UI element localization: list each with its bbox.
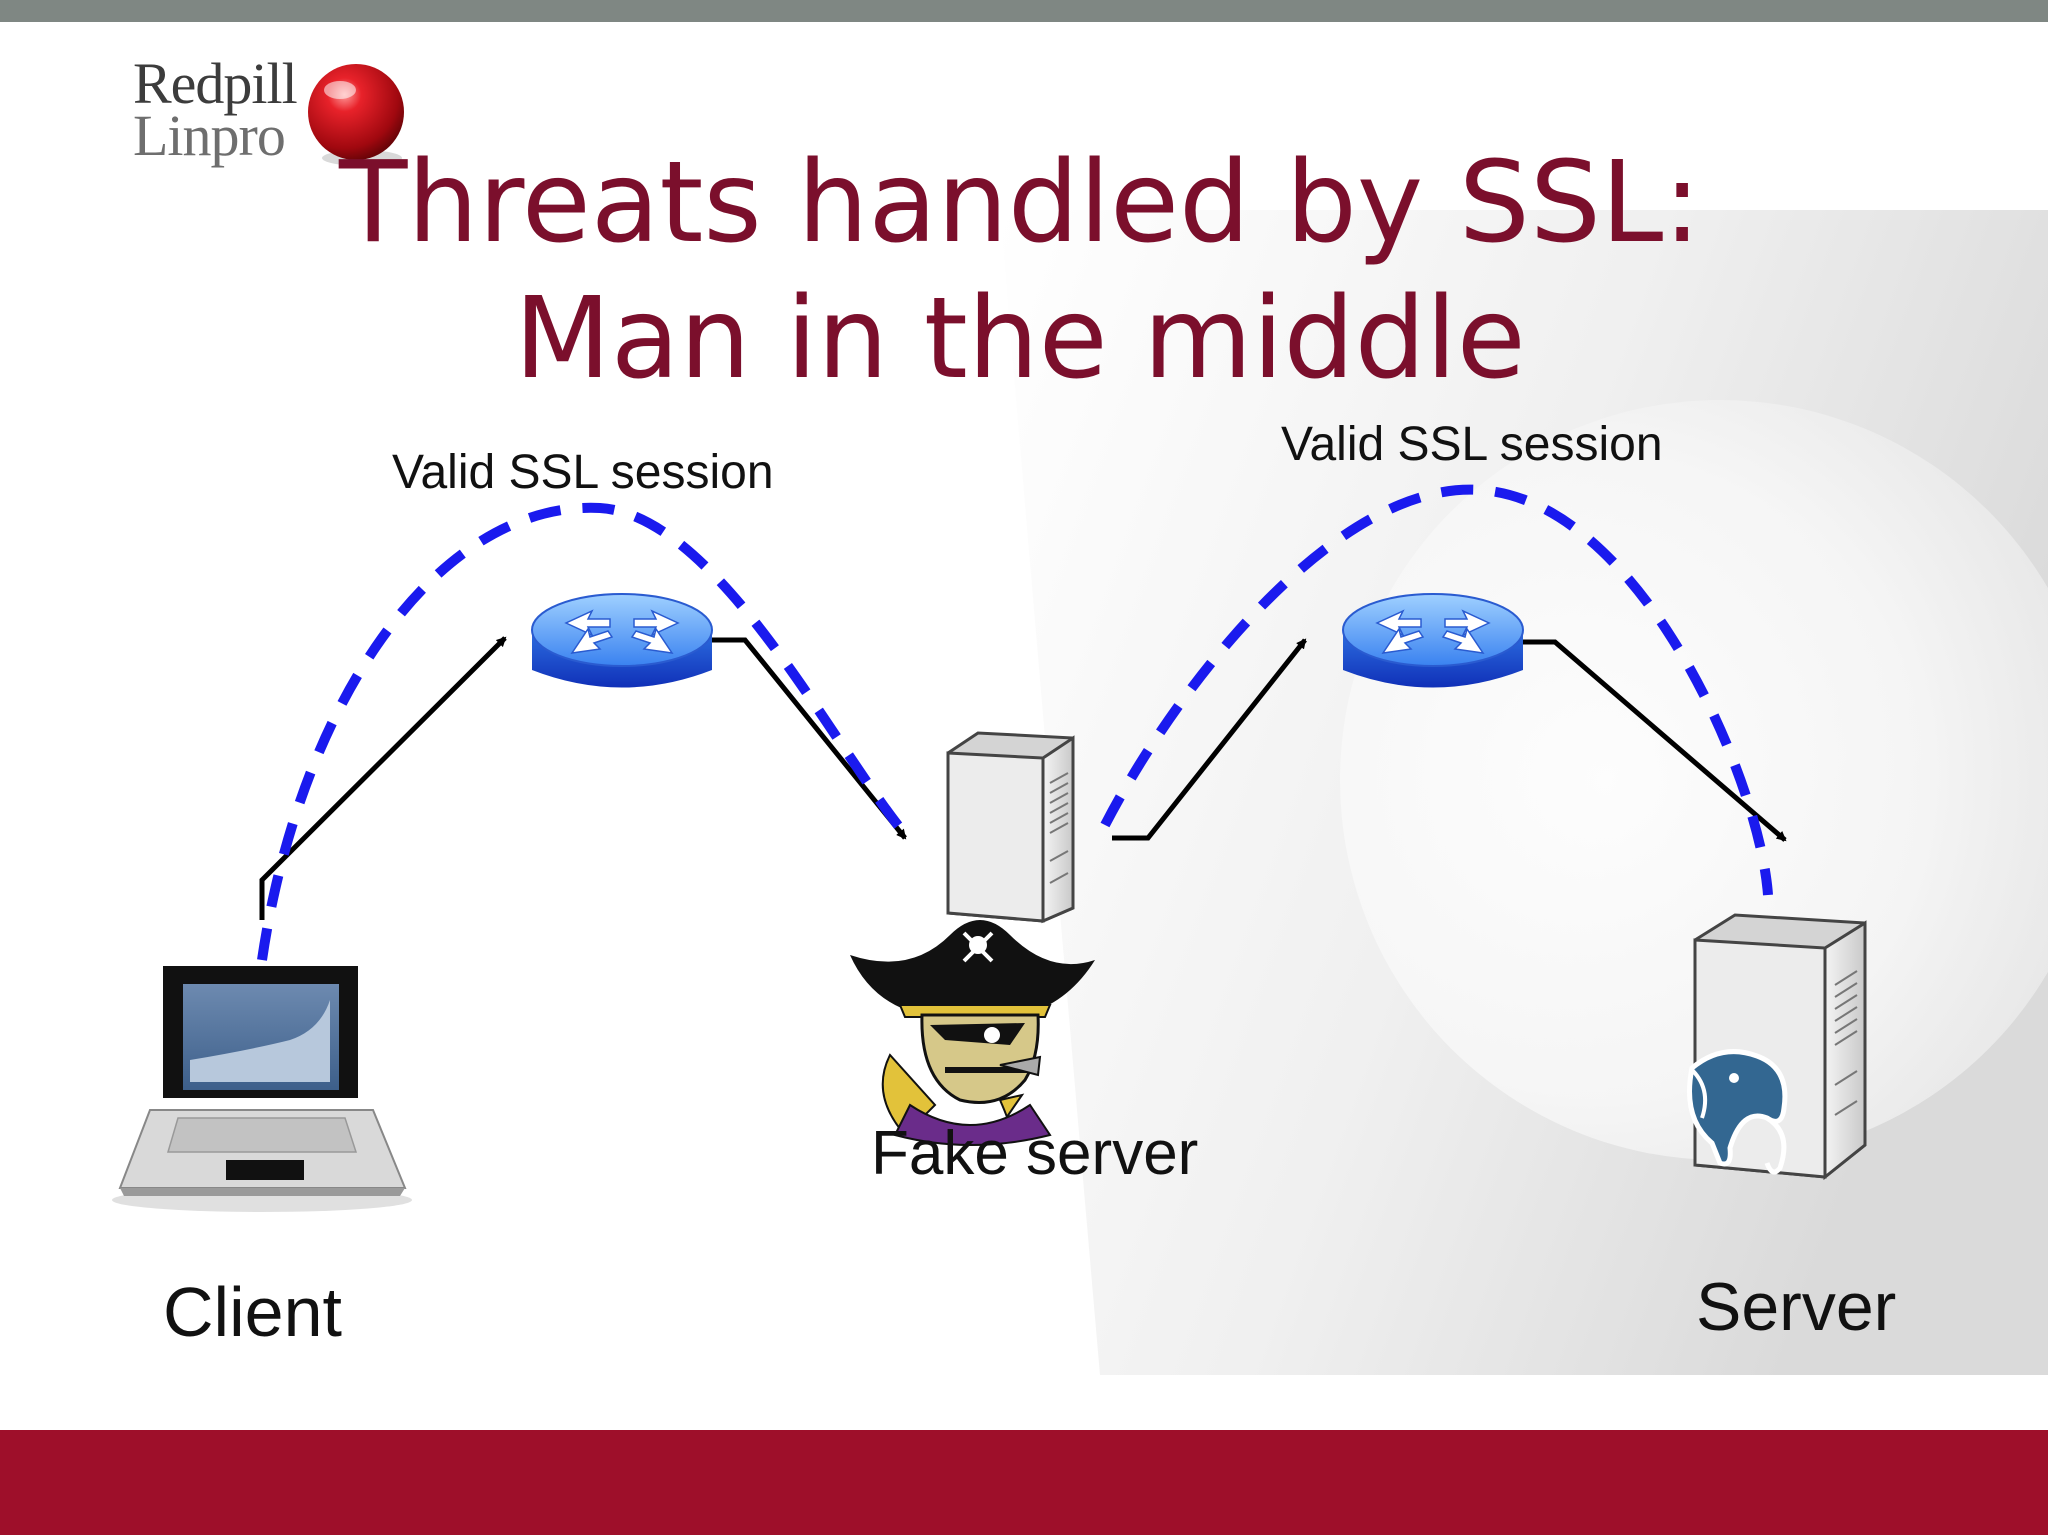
server-label: Server — [1696, 1269, 1896, 1345]
server-tower-icon — [946, 731, 1075, 924]
slide-title: Threats handled by SSL: Man in the middl… — [230, 135, 1810, 407]
ssl-sessions — [257, 484, 1773, 961]
path-router-2-to-server — [1522, 639, 1787, 842]
bottom-bar — [0, 1430, 2048, 1535]
network-path — [259, 636, 1787, 920]
ssl-session-label-left: Valid SSL session — [392, 446, 774, 499]
fake-server-label: Fake server — [871, 1119, 1198, 1188]
laptop-icon — [112, 966, 412, 1212]
router-icon — [531, 593, 713, 688]
logo-line-1: Redpill — [133, 51, 298, 116]
path-router-1-to-fake-server — [712, 637, 907, 840]
ssl-session-right-arc — [1100, 484, 1773, 896]
logo-line-2: Linpro — [133, 103, 286, 168]
title-line-2: Man in the middle — [514, 274, 1526, 404]
ssl-session-left-arc — [257, 502, 914, 961]
pirate-icon — [850, 920, 1095, 1146]
top-bar — [0, 0, 2048, 22]
postgresql-elephant-icon — [1687, 1049, 1788, 1175]
router-icon — [1342, 593, 1524, 688]
client-label: Client — [163, 1273, 342, 1351]
path-client-to-router-1 — [259, 636, 507, 920]
logo-red-sphere-icon — [308, 64, 404, 166]
logo-text: Redpill Linpro — [133, 51, 298, 168]
title-line-1: Threats handled by SSL: — [338, 138, 1702, 268]
ssl-session-label-right: Valid SSL session — [1281, 418, 1663, 471]
path-fake-server-to-router-2 — [1112, 638, 1307, 841]
